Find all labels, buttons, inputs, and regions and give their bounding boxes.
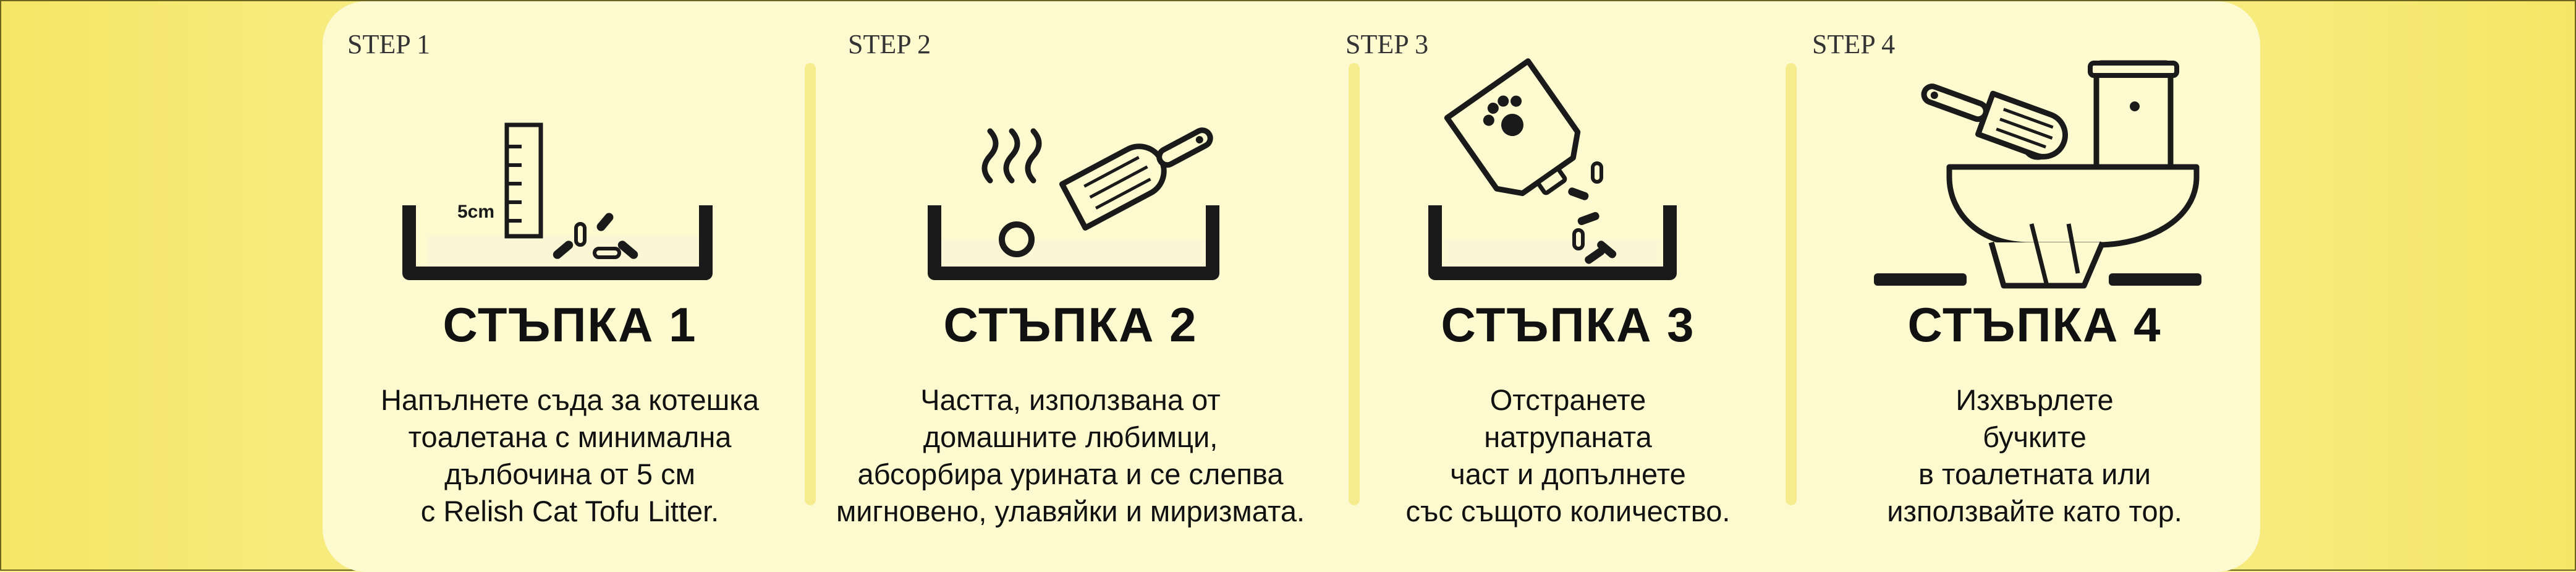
description-line: мигновено, улавяйки и миризмата.	[836, 495, 1305, 527]
description-line: използвайте като тор.	[1887, 495, 2182, 527]
step-divider	[1786, 63, 1797, 505]
step-title: СТЪПКА 2	[943, 297, 1198, 352]
step-4: STEP 4 СТЪПКА 4 Изхвърлете бучк	[1787, 1, 2282, 572]
step-title: СТЪПКА 3	[1441, 297, 1695, 352]
description-line: със същото количество.	[1405, 495, 1731, 527]
description-line: част и допълнете	[1450, 458, 1686, 490]
litter-bag-pour-icon	[1428, 58, 1677, 280]
description-line: тоалетана с минимална	[408, 420, 732, 453]
description-line: домашните любимци,	[923, 420, 1218, 453]
description-line: дълбочина от 5 см	[444, 458, 695, 490]
description-line: Частта, използвана от	[920, 383, 1221, 416]
description-line: Отстранете	[1489, 383, 1646, 416]
step-tag: STEP 4	[1812, 29, 1896, 59]
toilet-scoop-icon	[1874, 60, 2201, 289]
step-divider	[1349, 63, 1360, 505]
step-2: STEP 2 СТЪПКА 2 Частта, използвана от до…	[823, 1, 1318, 572]
litter-box-scoop-odor-icon	[928, 127, 1219, 280]
step-tag: STEP 2	[848, 29, 931, 59]
step-1: STEP 1 5cm СТЪПКА 1 Напълнете съда за ко…	[323, 1, 817, 572]
step-tag: STEP 1	[347, 29, 431, 59]
description-line: Изхвърлете	[1955, 383, 2114, 416]
step-description: Изхвърлете бучките в тоалетната или изпо…	[1787, 382, 2282, 530]
step-title: СТЪПКА 4	[1907, 297, 2162, 352]
step-3: STEP 3 СТЪПКА 3 Отстранете натрупана	[1321, 1, 1815, 572]
litter-box-ruler-icon: 5cm	[402, 122, 713, 280]
description-line: Напълнете съда за котешка	[380, 383, 760, 416]
description-line: в тоалетната или	[1918, 458, 2151, 490]
step-description: Отстранете натрупаната част и допълнете …	[1321, 382, 1815, 530]
step-description: Напълнете съда за котешка тоалетана с ми…	[323, 382, 817, 530]
ruler-label: 5cm	[457, 202, 494, 222]
step-title: СТЪПКА 1	[443, 297, 697, 352]
description-line: абсорбира урината и се слепва	[857, 458, 1284, 490]
step-tag: STEP 3	[1345, 29, 1429, 59]
description-line: натрупаната	[1484, 420, 1652, 453]
description-line: с Relish Cat Tofu Litter.	[420, 495, 719, 527]
description-line: бучките	[1983, 420, 2087, 453]
step-divider	[805, 63, 816, 505]
step-description: Частта, използвана от домашните любимци,…	[823, 382, 1318, 530]
